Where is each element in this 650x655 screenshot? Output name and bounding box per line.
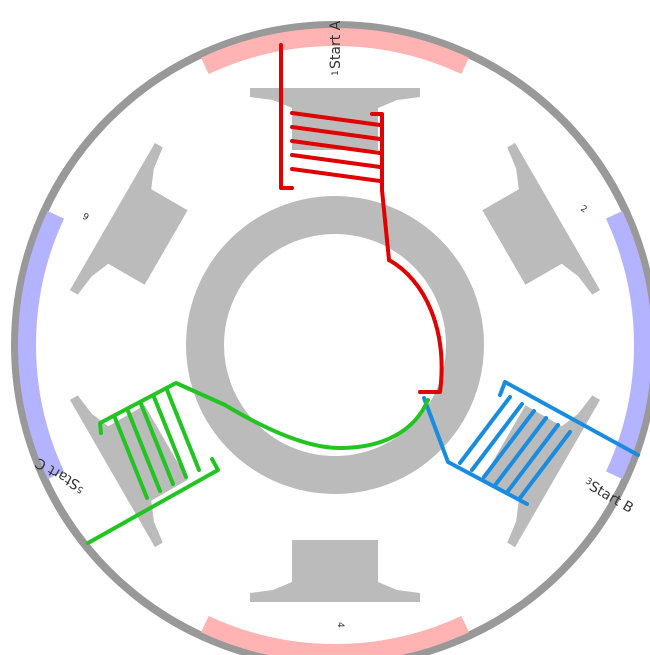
phase-b-winding [422, 380, 640, 506]
stator-tooth-2 [482, 142, 601, 295]
phase-c-lead [86, 457, 220, 545]
phase-a-winding [279, 43, 444, 394]
outer-ring [11, 21, 650, 655]
phase-c-turn [139, 402, 175, 486]
slot-number-1: 1 [331, 70, 341, 76]
phase-b-return [422, 396, 529, 506]
phase-a-turn [290, 139, 382, 155]
magnet-arc-bottom [201, 615, 469, 655]
phase-a-turn [290, 153, 382, 169]
stator-teeth [69, 88, 601, 602]
phase-b-turn [506, 423, 560, 493]
slot-number-3: 3 [584, 476, 594, 488]
phase-c-arc [223, 398, 430, 450]
phase-c-turn [165, 388, 201, 472]
slot-number-2: 2 [579, 204, 589, 216]
stator-core [186, 196, 484, 494]
magnet-arc-right [605, 211, 650, 479]
phase-a-lead [279, 43, 294, 190]
phase-b-turn [494, 416, 548, 486]
phase-c-winding [86, 381, 430, 545]
slot-number-5: 5 [76, 483, 86, 495]
phase-c-turn [126, 409, 162, 493]
stator-tooth-6 [69, 142, 188, 295]
stator-tooth-4 [250, 540, 420, 602]
slot-number-4: 4 [335, 622, 345, 628]
phase-a-turn [290, 167, 382, 183]
phase-a-turn [290, 125, 382, 141]
phase-c-turn [152, 395, 188, 479]
slot-number-6: 6 [81, 209, 91, 221]
phase-b-turn [518, 430, 572, 500]
phase-b-turn [482, 409, 536, 479]
phase-b-turn [470, 402, 524, 472]
phase-b-lead [498, 380, 640, 457]
start-a-label: Start A [328, 20, 344, 69]
phase-c-turn [113, 416, 149, 500]
label-start-a: 1 Start A [328, 20, 344, 76]
phase-a-turn [290, 111, 382, 127]
phase-a-return [370, 112, 391, 262]
stator-tooth-c [69, 395, 188, 548]
phase-c-return [98, 381, 227, 435]
phase-b-turn [458, 395, 512, 465]
phase-a-arc [387, 258, 444, 394]
magnet-arc-left [18, 211, 65, 479]
magnet-arc-top [201, 28, 469, 75]
